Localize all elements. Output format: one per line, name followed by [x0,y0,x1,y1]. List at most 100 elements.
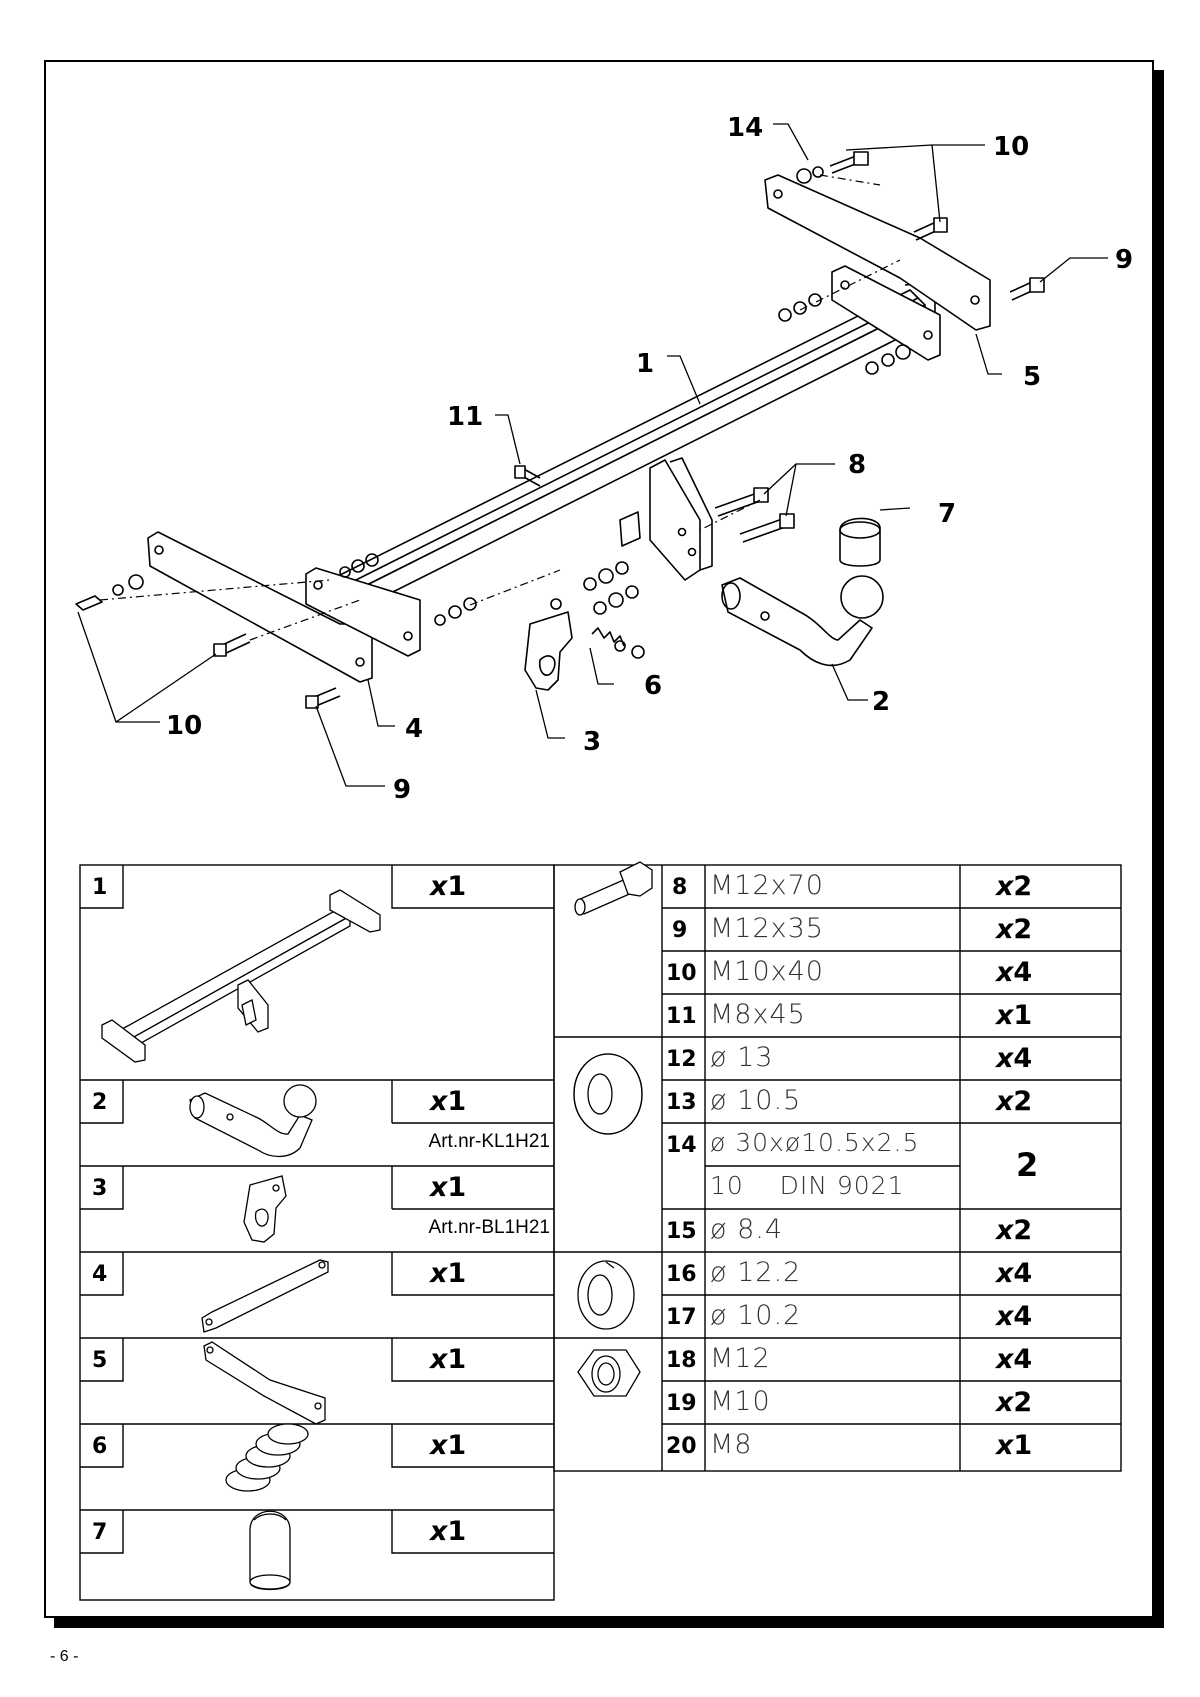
part-number: 11 [666,1004,697,1029]
quantity-value: 1 [1013,1430,1033,1461]
part-number: 2 [92,1090,108,1115]
part-quantity: x2 [996,914,1032,945]
part-quantity: x1 [996,1000,1032,1031]
quantity-value: 1 [447,1516,467,1547]
part-spec: M12x70 [710,870,824,901]
quantity-value: 4 [1013,1301,1033,1332]
part-spec: M12x35 [710,913,824,944]
spring-icon [225,1423,309,1492]
quantity-multiplier: x [996,1000,1014,1031]
callout-7: 7 [938,499,956,529]
quantity-multiplier: x [430,1172,448,1203]
quantity-multiplier: x [996,1301,1014,1332]
quantity-multiplier: x [996,1387,1014,1418]
lock-washer-icon [577,1260,635,1330]
part-quantity: x4 [996,1301,1032,1332]
quantity-value: 2 [1013,1215,1033,1246]
left-bracket-drawing [147,531,421,683]
part-spec: M12 [710,1343,771,1374]
part-number: 13 [666,1090,697,1115]
part-number: 8 [672,875,688,900]
fastener-drawings [75,151,1045,709]
quantity-multiplier: x [996,1043,1014,1074]
part-number: 14 [666,1133,697,1158]
crossbar-drawing [329,281,936,617]
part-number: 5 [92,1348,108,1373]
part-number: 4 [92,1262,108,1287]
quantity-multiplier: x [996,914,1014,945]
callout-11: 11 [447,402,483,432]
part-quantity: x2 [996,1215,1032,1246]
quantity-value: 2 [1013,1387,1033,1418]
quantity-value: 2 [1016,1146,1039,1184]
quantity-value: 2 [1013,871,1033,902]
part-spec: ø 30xø10.5x2.5 [710,1128,920,1157]
leader-lines [77,123,1108,787]
part-quantity: x4 [996,1043,1032,1074]
quantity-value: 1 [447,1172,467,1203]
part-number: 19 [666,1391,697,1416]
quantity-value: 1 [447,1344,467,1375]
part-spec: ø 12.2 [710,1257,802,1288]
quantity-multiplier: x [430,1086,448,1117]
part-spec: ø 8.4 [710,1214,784,1245]
part-quantity: x1 [430,1516,466,1547]
article-number: Art.nr-KL1H21 [428,1131,550,1152]
part-spec-standard: 10 DIN 9021 [710,1171,905,1200]
strap-icon [201,1259,329,1333]
article-number: Art.nr-BL1H21 [428,1217,550,1238]
quantity-value: 4 [1013,1258,1033,1289]
callout-14: 14 [727,113,763,143]
quantity-multiplier: x [430,1344,448,1375]
part-number: 12 [666,1047,697,1072]
center-bracket-drawing [619,457,713,581]
bracket-icon [243,1175,287,1243]
crossbar-icon [101,889,381,1063]
washer-icon [573,1053,643,1135]
callout-9-right: 9 [1115,245,1133,275]
quantity-multiplier: x [996,1086,1014,1117]
part-quantity: x1 [430,1172,466,1203]
part-spec: ø 10.2 [710,1300,802,1331]
part-quantity: x2 [996,1387,1032,1418]
callout-9-left: 9 [393,775,411,805]
part-number: 9 [672,918,688,943]
part-quantity: x1 [430,1258,466,1289]
part-number: 18 [666,1348,697,1373]
quantity-multiplier: x [430,1258,448,1289]
part-quantity: x4 [996,957,1032,988]
callout-6: 6 [644,671,662,701]
quantity-multiplier: x [996,957,1014,988]
callout-10-top: 10 [993,132,1029,162]
part-number: 1 [92,875,108,900]
assembly-lines [99,174,901,641]
quantity-value: 1 [447,871,467,902]
part-quantity: x1 [430,1086,466,1117]
part-quantity: 2 [1016,1146,1038,1184]
quantity-value: 1 [447,1258,467,1289]
part-number: 3 [92,1176,108,1201]
plate-bracket-drawing [524,611,573,691]
bolt-icon [574,861,653,916]
part-number: 10 [666,961,697,986]
parts-table-grid [79,864,1122,1601]
part-spec: ø 10.5 [710,1085,802,1116]
quantity-multiplier: x [996,1258,1014,1289]
nut-icon [577,1349,641,1397]
quantity-multiplier: x [996,1215,1014,1246]
quantity-value: 1 [447,1086,467,1117]
part-number: 16 [666,1262,697,1287]
part-spec: M8 [710,1429,753,1460]
quantity-value: 4 [1013,1344,1033,1375]
part-quantity: x4 [996,1344,1032,1375]
callout-10-left: 10 [166,711,202,741]
part-number: 7 [92,1520,108,1545]
towball-icon [189,1084,317,1158]
ball-cap-icon [249,1510,291,1591]
part-spec: M8x45 [710,999,806,1030]
right-bracket-drawing [764,174,991,361]
part-quantity: x4 [996,1258,1032,1289]
part-quantity: x1 [996,1430,1032,1461]
quantity-value: 4 [1013,1043,1033,1074]
